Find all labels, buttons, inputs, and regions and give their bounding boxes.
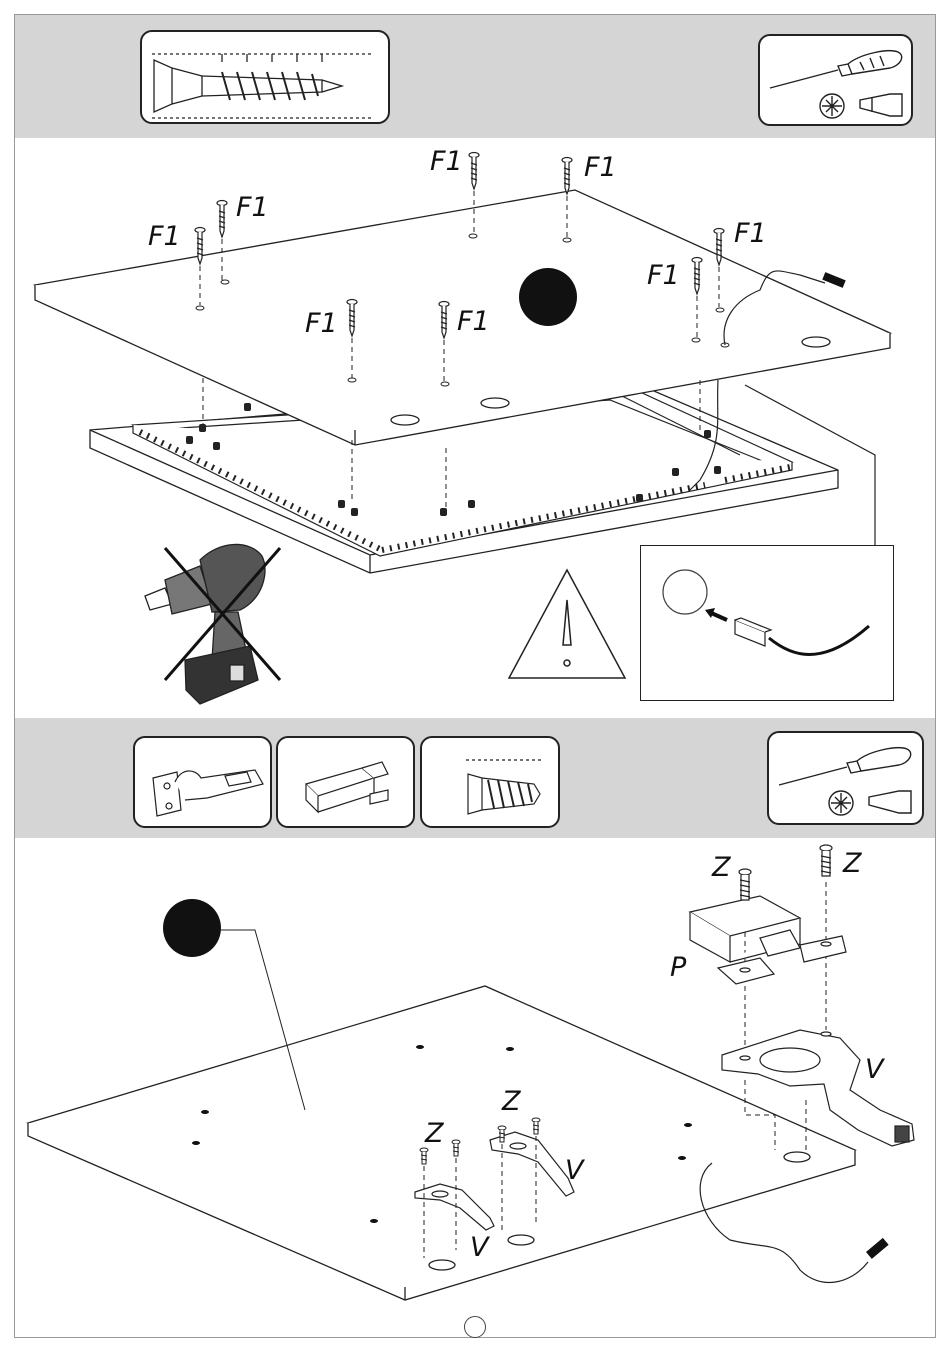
screw: [217, 201, 227, 238]
screw-label-f1: F1: [305, 310, 338, 337]
marker-dot: [519, 268, 577, 326]
step2-latch-card: [276, 736, 415, 828]
part-label-v: V: [565, 1157, 583, 1184]
push-latch-icon: [278, 738, 415, 828]
screw-label-f1: F1: [584, 154, 617, 181]
flat-tip-icon: [869, 791, 911, 813]
part-label-z: Z: [712, 854, 731, 881]
cable-plug-icon: [822, 272, 845, 288]
cable-connector-detail-icon: [641, 546, 894, 701]
screw-label-f1: F1: [647, 262, 680, 289]
part-label-v: V: [470, 1234, 488, 1261]
screw-label-f1: F1: [457, 308, 490, 335]
hinge-icon: [135, 738, 272, 828]
step2-screw-card: [420, 736, 560, 828]
part-label-z: Z: [425, 1120, 444, 1147]
part-label-p: P: [670, 954, 686, 981]
screw-label-f1: F1: [148, 223, 181, 250]
part-label-z: Z: [502, 1088, 521, 1115]
screw-label-f1: F1: [236, 194, 269, 221]
screw: [562, 158, 572, 195]
step2-hinge-card: [133, 736, 272, 828]
screwdriver-icon: [779, 748, 911, 785]
screw-label-f1: F1: [430, 148, 463, 175]
screw: [469, 153, 479, 190]
step2-tools-card: [767, 731, 924, 825]
cable-connector-detail-box: [640, 545, 894, 701]
part-label-z: Z: [843, 850, 862, 877]
phillips-bit-icon: [829, 791, 853, 815]
screw-label-f1: F1: [734, 220, 767, 247]
page-number-circle: [464, 1316, 486, 1338]
screw-icon: [422, 738, 560, 828]
part-label-v: V: [865, 1056, 883, 1083]
